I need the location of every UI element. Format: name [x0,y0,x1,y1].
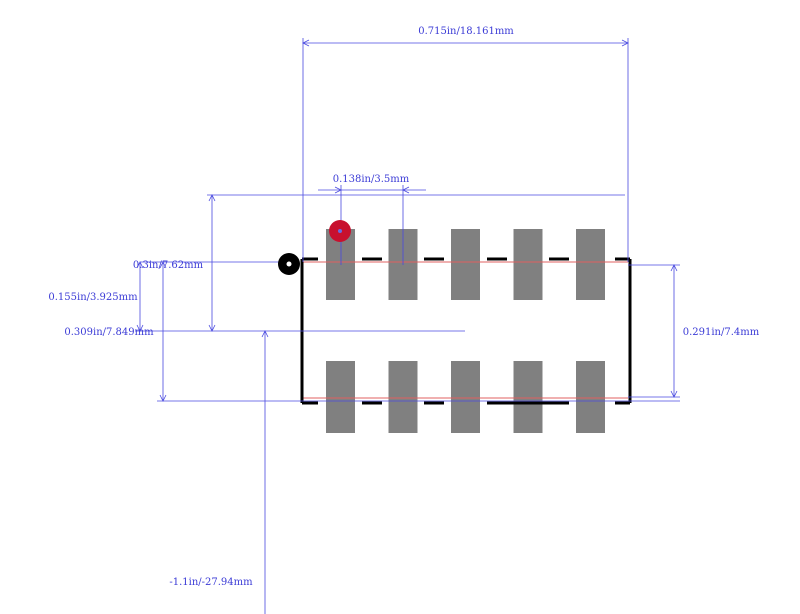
pad-bottom-2 [388,361,418,433]
pad-top-5 [576,229,605,300]
pad-top-4 [513,229,543,300]
dim-pad-span-label: 0.309in/7.849mm [64,327,154,338]
pad-group [326,229,605,433]
dim-origin-offset-label: -1.1in/-27.94mm [169,577,253,588]
origin-marker [278,253,300,275]
dimension-labels: 0.715in/18.161mm 0.138in/3.5mm 0.3in/7.6… [48,26,759,588]
pin1-marker [329,220,351,242]
dimension-lines [135,38,680,614]
pad-bottom-1 [326,361,355,433]
dim-row-span-label: 0.3in/7.62mm [133,260,204,271]
pad-bottom-5 [576,361,605,433]
dim-pitch-label: 0.138in/3.5mm [333,174,410,185]
dim-body-height-label: 0.291in/7.4mm [683,327,760,338]
dim-pad-length-label: 0.155in/3.925mm [48,292,138,303]
dim-overall-width-label: 0.715in/18.161mm [418,26,514,37]
pad-top-3 [451,229,480,300]
pad-bottom-3 [451,361,480,433]
pad-bottom-4 [513,361,543,433]
